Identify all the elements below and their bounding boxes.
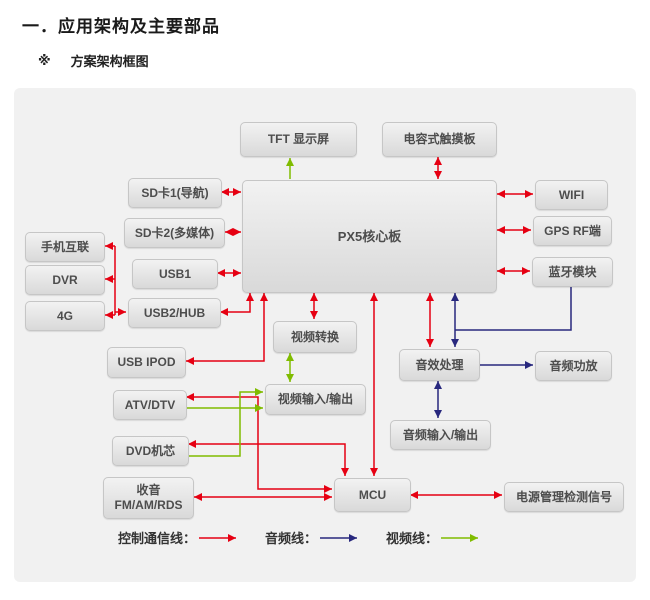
node-usb1: USB1 <box>132 259 218 289</box>
node-audio-amplifier: 音频功放 <box>535 351 612 381</box>
node-phone-link: 手机互联 <box>25 232 105 262</box>
node-bluetooth-module: 蓝牙模块 <box>532 257 613 287</box>
legend-video-line: 视频线： <box>386 528 481 547</box>
node-radio-tuner: 收音 FM/AM/RDS <box>103 477 194 519</box>
node-usb2-hub: USB2/HUB <box>128 298 221 328</box>
diagram-subtitle: ※ 方案架构框图 <box>38 51 149 70</box>
node-sd-card-2: SD卡2(多媒体) <box>124 218 225 248</box>
node-sd-card-1: SD卡1(导航) <box>128 178 222 208</box>
node-wifi: WIFI <box>535 180 608 210</box>
legend: 控制通信线： 音频线： 视频线： <box>118 528 481 547</box>
node-power-management-signal: 电源管理检测信号 <box>504 482 624 512</box>
node-usb-ipod: USB IPOD <box>107 347 186 378</box>
legend-video-label: 视频线： <box>386 531 439 546</box>
video-line-arrow-icon <box>441 533 479 542</box>
legend-control-line: 控制通信线： <box>118 528 239 547</box>
control-line-arrow-icon <box>199 533 237 542</box>
node-audio-input-output: 音频输入/输出 <box>390 420 491 450</box>
node-video-input-output: 视频输入/输出 <box>265 384 366 415</box>
subtitle-marker: ※ <box>38 52 51 68</box>
node-mcu: MCU <box>334 478 411 512</box>
node-capacitive-touchpad: 电容式触摸板 <box>382 122 497 157</box>
legend-audio-line: 音频线： <box>265 528 360 547</box>
node-dvr: DVR <box>25 265 105 295</box>
node-dvd-mechanism: DVD机芯 <box>112 436 189 466</box>
page-title: 一．应用架构及主要部品 <box>22 17 220 36</box>
node-gps-rf: GPS RF端 <box>533 216 612 246</box>
node-px5-core-board: PX5核心板 <box>242 180 497 293</box>
radio-tuner-line1: 收音 <box>136 483 161 497</box>
subtitle-label: 方案架构框图 <box>70 54 149 69</box>
node-atv-dtv: ATV/DTV <box>113 390 187 420</box>
legend-control-label: 控制通信线： <box>118 531 197 546</box>
node-audio-dsp: 音效处理 <box>399 349 480 381</box>
radio-tuner-line2: FM/AM/RDS <box>114 498 183 512</box>
node-tft-display: TFT 显示屏 <box>240 122 357 157</box>
audio-line-arrow-icon <box>320 533 358 542</box>
legend-audio-label: 音频线： <box>265 531 318 546</box>
node-4g: 4G <box>25 301 105 331</box>
node-video-conversion: 视频转换 <box>273 321 357 353</box>
